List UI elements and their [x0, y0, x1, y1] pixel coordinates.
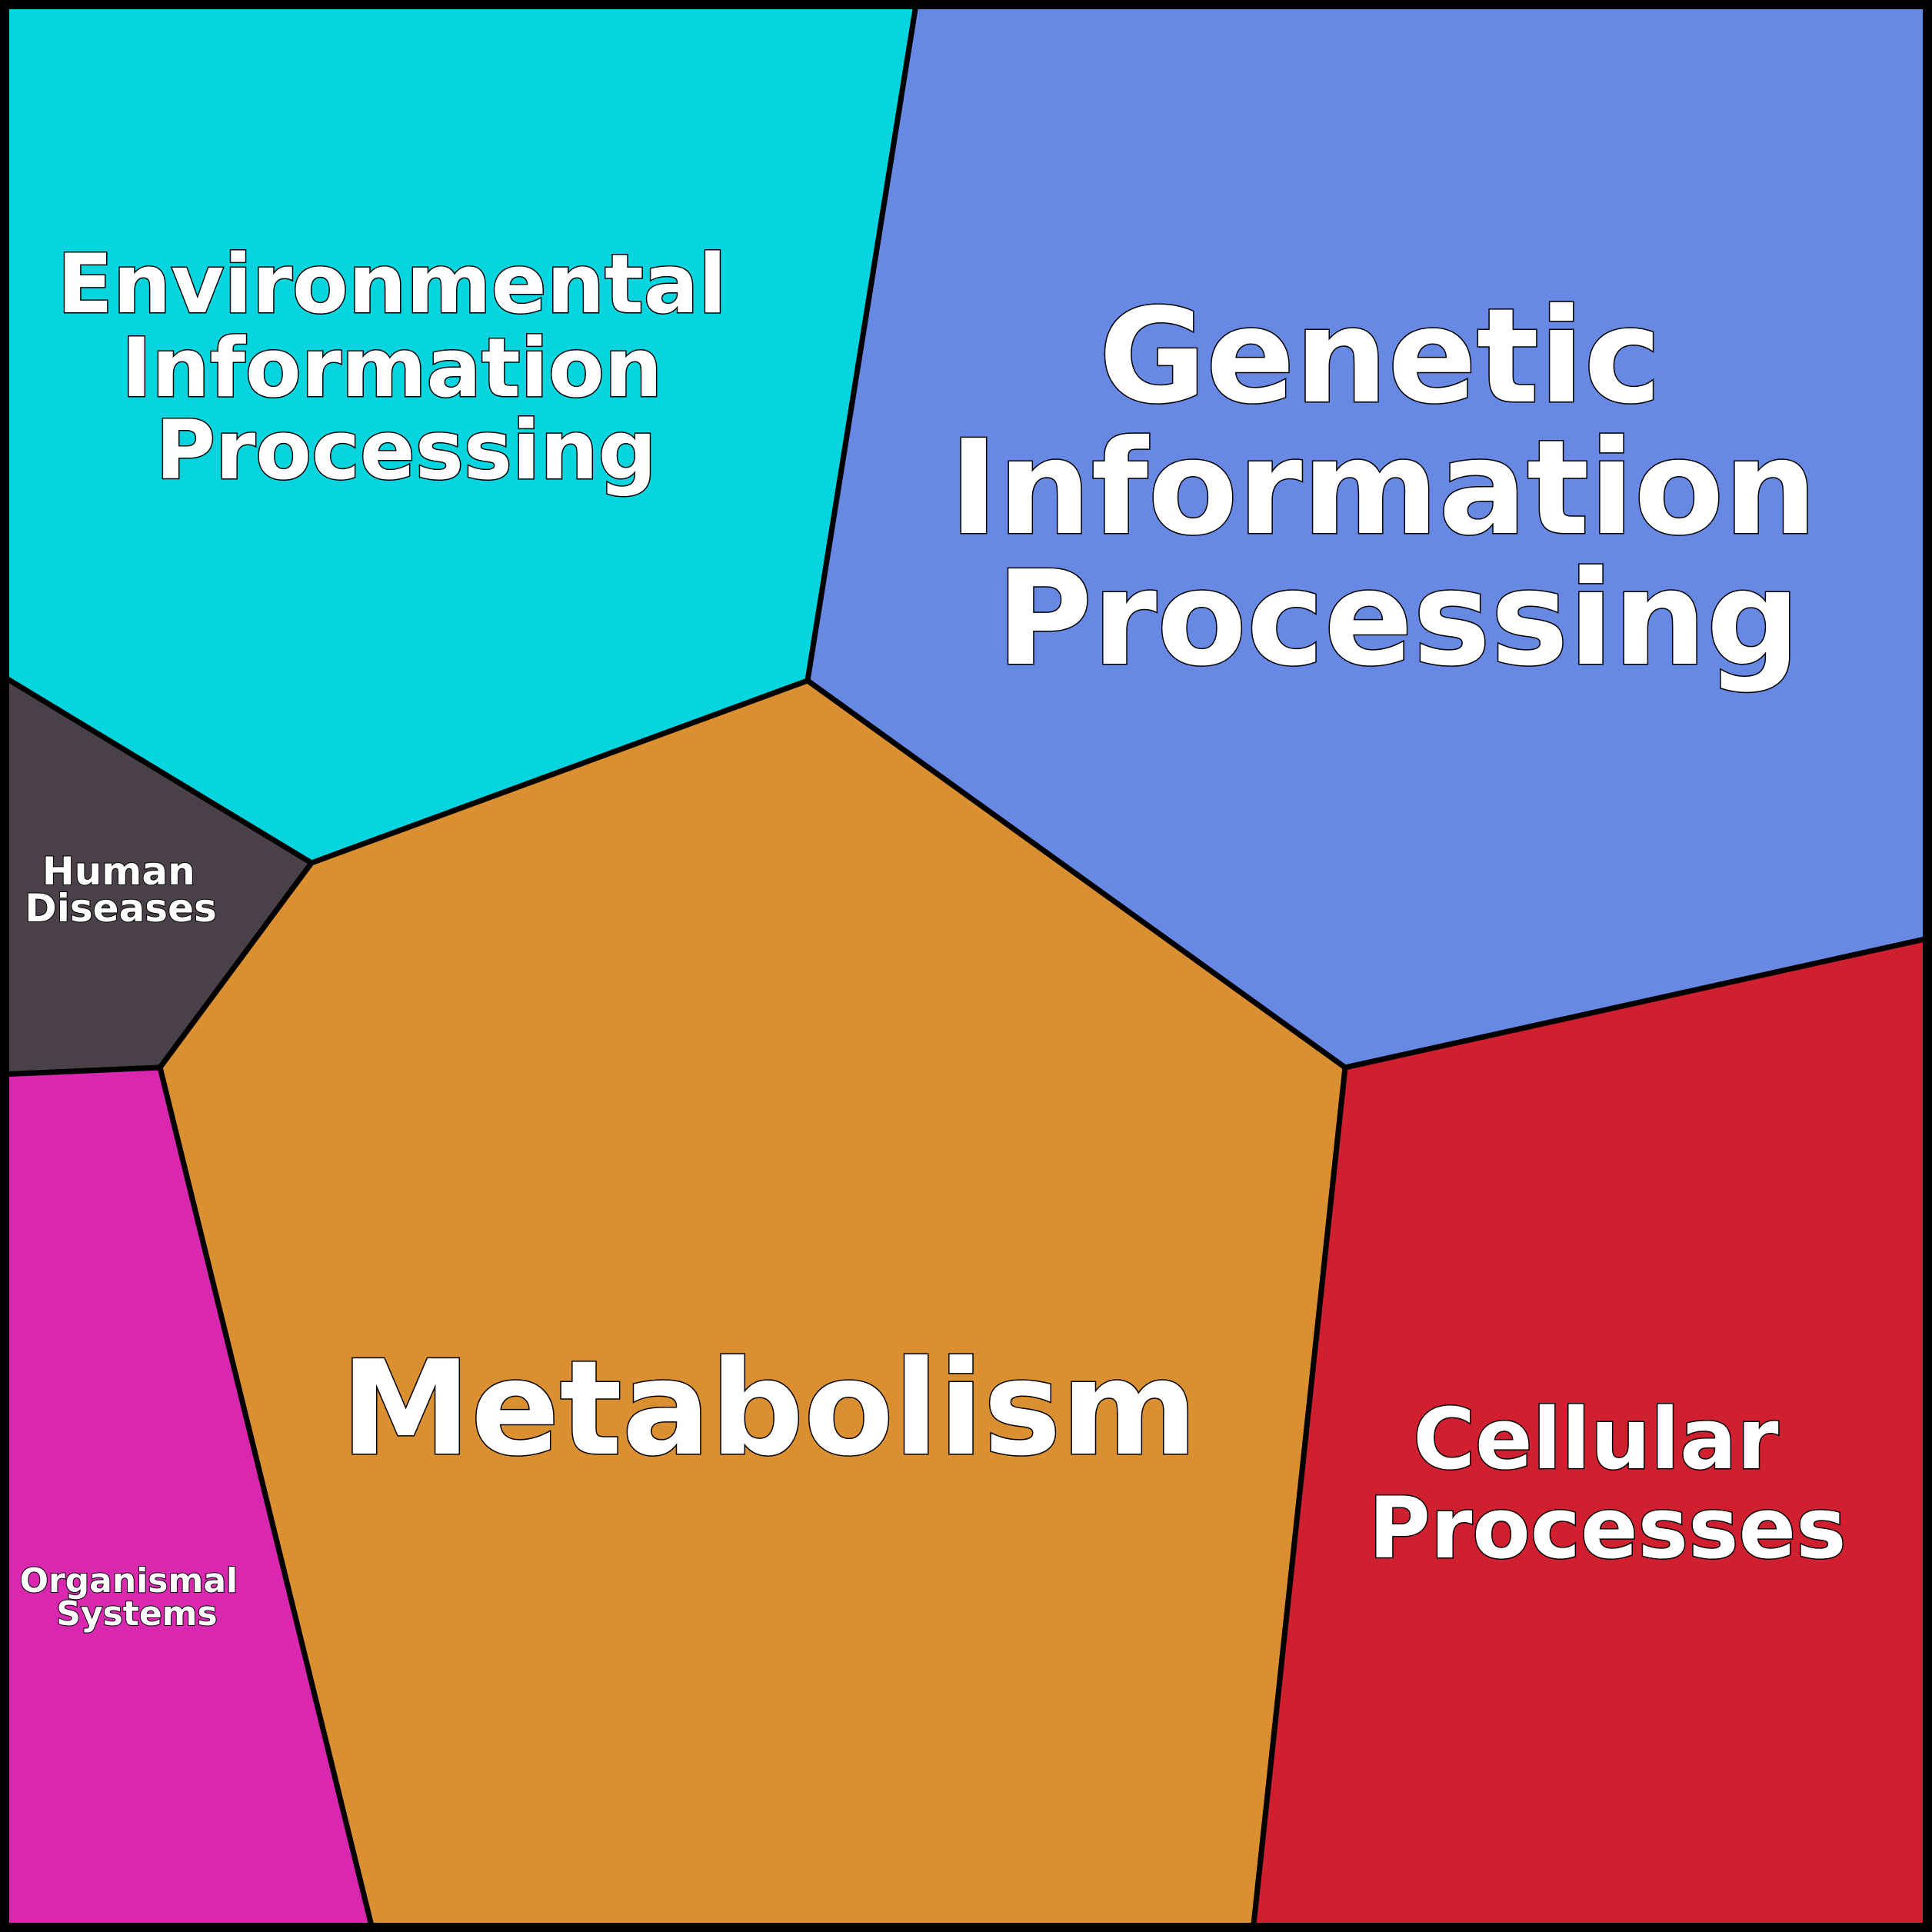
cell-metabolism[interactable]: Metabolism — [157, 678, 1348, 1932]
label-genetic: Genetic Information Processing — [949, 281, 1862, 695]
label-human-diseases: Human Diseases — [25, 849, 217, 931]
label-line: Genetic — [1099, 281, 1661, 433]
label-line: Processes — [1368, 1479, 1846, 1577]
label-line: Information — [949, 412, 1817, 565]
label-line: Systems — [56, 1594, 217, 1634]
label-line: Metabolism — [341, 1333, 1198, 1485]
label-line: Processing — [997, 543, 1800, 695]
cell-cellular[interactable]: Cellular Processes — [1250, 934, 1932, 1932]
label-line: Diseases — [25, 886, 217, 931]
region-organismal[interactable] — [0, 1064, 376, 1932]
region-cellular[interactable] — [1250, 934, 1932, 1932]
label-line: Processing — [155, 403, 656, 498]
label-line: Organismal — [20, 1561, 238, 1601]
cell-environmental[interactable]: Environmental Information Processing — [0, 0, 920, 866]
label-cellular: Cellular Processes — [1368, 1390, 1846, 1577]
label-metabolism: Metabolism — [341, 1333, 1198, 1485]
label-environmental: Environmental Information Processing — [57, 237, 754, 498]
label-organismal: Organismal Systems — [20, 1561, 250, 1634]
label-line: Information — [122, 321, 662, 415]
label-line: Environmental — [57, 237, 726, 331]
cell-genetic[interactable]: Genetic Information Processing — [804, 0, 1932, 1071]
label-line: Cellular — [1413, 1390, 1778, 1488]
cell-organismal[interactable]: Organismal Systems — [0, 1064, 376, 1932]
label-line: Human — [42, 849, 195, 894]
cell-human-diseases[interactable]: Human Diseases — [0, 671, 316, 1078]
